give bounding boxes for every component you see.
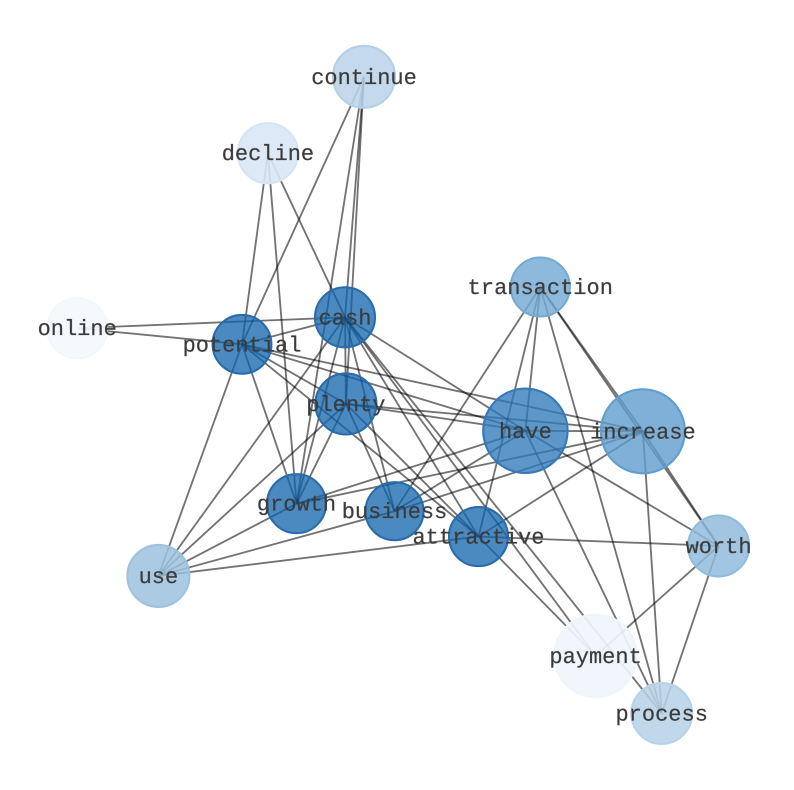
svg-text:transaction: transaction bbox=[468, 276, 613, 301]
svg-text:use: use bbox=[139, 565, 179, 590]
svg-text:continue: continue bbox=[311, 66, 417, 91]
svg-text:business: business bbox=[342, 500, 448, 525]
svg-text:online: online bbox=[38, 317, 117, 342]
svg-text:growth: growth bbox=[257, 493, 336, 518]
svg-text:worth: worth bbox=[686, 535, 752, 560]
svg-text:cash: cash bbox=[319, 306, 372, 331]
svg-text:process: process bbox=[615, 703, 707, 728]
svg-text:payment: payment bbox=[549, 645, 641, 670]
svg-text:attractive: attractive bbox=[412, 526, 544, 551]
svg-text:potential: potential bbox=[183, 333, 302, 358]
svg-text:increase: increase bbox=[590, 420, 696, 445]
svg-text:plenty: plenty bbox=[306, 393, 385, 418]
svg-text:have: have bbox=[499, 420, 552, 445]
svg-text:decline: decline bbox=[222, 142, 314, 167]
